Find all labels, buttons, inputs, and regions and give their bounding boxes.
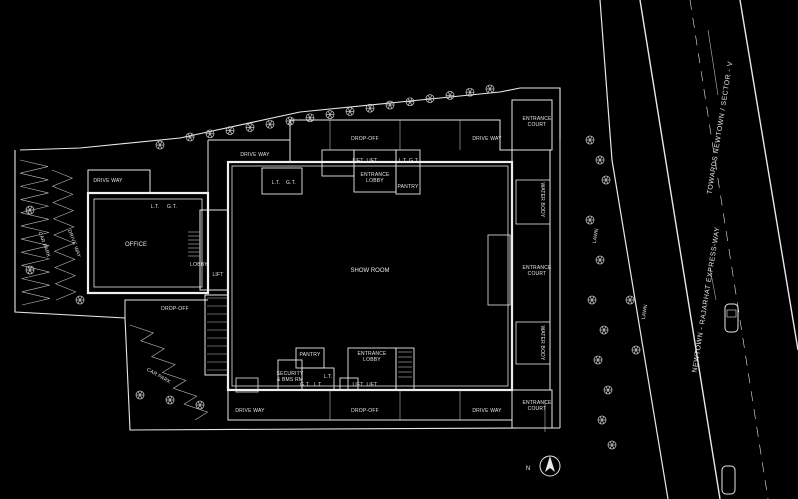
drive-way-left-a-label: DRIVE WAY — [93, 178, 123, 184]
drive-way-bottom-a-label: DRIVE WAY — [235, 408, 265, 414]
lt-label-5: L.T. — [314, 382, 323, 388]
tree-icon — [425, 94, 435, 103]
lift-label-d: LIFT — [366, 382, 377, 388]
stair-icon — [188, 231, 412, 378]
tree-icon — [225, 126, 235, 135]
car-park-stall-line — [19, 159, 50, 306]
lt-label-3: L.T. — [399, 158, 408, 164]
pantry-bottom-label: PANTRY — [299, 352, 320, 358]
lawn-b-label: LAWN — [641, 304, 650, 320]
tree-icon — [245, 123, 255, 132]
tree-icon — [345, 107, 355, 116]
car-park-zigzag — [19, 159, 209, 421]
tree-icon — [405, 97, 415, 107]
drop-off-bottom-label: DROP-OFF — [351, 408, 379, 414]
tree-icon — [595, 255, 605, 265]
tree-icon — [595, 155, 605, 165]
tree-icon — [585, 215, 595, 225]
tree-icon — [165, 395, 175, 405]
tree-icon — [185, 132, 195, 142]
tree-icon — [625, 295, 635, 305]
drop-off-left-label: DROP-OFF — [161, 306, 189, 312]
office-label: OFFICE — [125, 242, 147, 248]
lift-label-c: LIFT — [352, 382, 363, 388]
tree-icon — [305, 113, 315, 123]
pantry-top-label: PANTRY — [397, 184, 418, 190]
water-body-top-label: WATER BODY — [539, 182, 545, 218]
tree-icon — [385, 100, 395, 110]
tree-icon — [325, 110, 335, 119]
lift-label-a: LIFT — [352, 158, 363, 164]
lift-label-b: LIFT — [366, 158, 377, 164]
drive-way-top-b-label: DRIVE WAY — [472, 136, 502, 142]
tree-icon — [603, 385, 613, 395]
show-room-label: SHOW ROOM — [351, 268, 390, 274]
lt-label-1: L.T. — [151, 204, 160, 210]
water-body-bottom-label: WATER BODY — [539, 325, 545, 361]
car-park-a-label: CAR PARK — [37, 231, 52, 259]
tree-icon — [597, 415, 607, 425]
lt-label-4: L.T. — [324, 374, 333, 380]
car-park-stall-line — [129, 324, 209, 421]
lift-label: LIFT — [212, 272, 223, 278]
tree-icon — [607, 440, 617, 450]
security-bms-label: SECURITY& BMS RM — [277, 371, 304, 383]
tree-icon — [75, 295, 85, 305]
tree-icon — [365, 103, 375, 113]
lawn-a-label: LAWN — [592, 228, 601, 244]
lt-label-2: L.T. — [272, 180, 281, 186]
road-direction-label: TOWARDS NEWTOWN / SECTOR - V — [707, 61, 735, 195]
expressway — [599, 0, 798, 499]
tree-icon — [265, 119, 275, 129]
tree-icon — [155, 140, 165, 150]
drop-off-top-label: DROP-OFF — [351, 136, 379, 142]
tree-icon — [593, 355, 603, 365]
gt-label-3: G.T. — [409, 158, 419, 164]
tree-icon — [135, 390, 145, 400]
tree-icon — [585, 135, 595, 145]
tree-icon — [601, 175, 611, 185]
lobby-label: LOBBY — [190, 262, 208, 268]
gt-label-5: G.T. — [300, 382, 310, 388]
drive-way-bottom-b-label: DRIVE WAY — [472, 408, 502, 414]
car-park-stall-line — [51, 169, 77, 301]
tree-icon — [587, 295, 597, 305]
tree-icon — [631, 345, 641, 355]
tree-icon — [445, 91, 455, 100]
gt-label-1: G.T. — [167, 204, 177, 210]
gt-label-2: G.T. — [286, 180, 296, 186]
north-label: N — [526, 466, 530, 472]
car-park-b-label: CAR PARK — [145, 367, 172, 386]
drive-way-top-a-label: DRIVE WAY — [240, 152, 270, 158]
tree-icon — [195, 400, 205, 410]
tree-icon-row — [25, 84, 641, 450]
car-icon — [721, 303, 739, 495]
tree-icon — [599, 325, 609, 335]
tree-icon — [465, 87, 475, 97]
tree-icon — [205, 129, 215, 139]
drive-way-left-b-label: DRIVE WAY — [66, 229, 82, 259]
road-main-label: NEWTOWN - RAJARHAT EXPRESS-WAY — [692, 226, 722, 373]
tree-icon — [485, 84, 495, 94]
north-arrow-icon — [539, 455, 561, 477]
building-outline — [86, 99, 553, 429]
